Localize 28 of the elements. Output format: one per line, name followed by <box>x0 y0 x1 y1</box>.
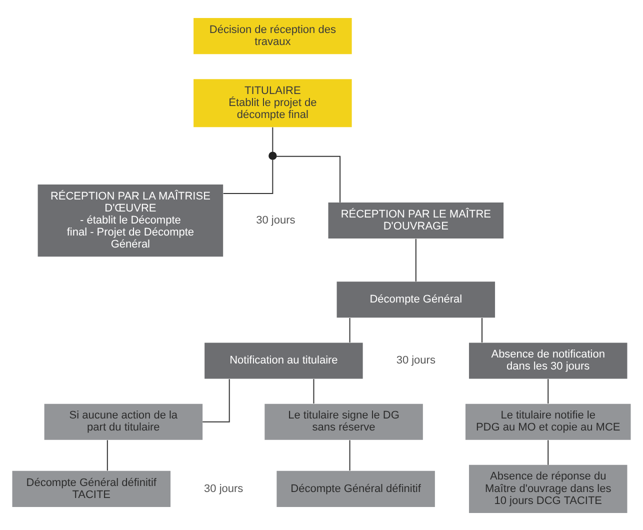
node-box: Le titulaire notifie le PDG au MO et copie au MCE <box>465 403 631 440</box>
connector <box>415 238 416 282</box>
connector <box>272 126 274 152</box>
node-circle <box>268 151 277 160</box>
node-box: Si aucune action de la part du titulaire <box>44 403 203 440</box>
node-box: Décompte Général <box>336 281 496 318</box>
node-box: RÉCEPTION PAR LE MAÎTRE D'OUVRAGE <box>328 202 504 238</box>
connector <box>222 158 274 194</box>
node-box: Notification au titulaire <box>204 342 363 378</box>
node-box: Absence de notification dans les 30 jours <box>468 342 628 378</box>
connector <box>106 439 108 471</box>
label: 30 jours <box>204 482 244 494</box>
node-box: Le titulaire signe le DG sans réserve <box>264 403 423 440</box>
label: 30 jours <box>396 354 436 366</box>
node-box: Décision de réception des travaux <box>194 18 352 54</box>
connector <box>276 155 341 202</box>
connector <box>548 439 549 465</box>
connector <box>202 378 230 422</box>
node-box: Absence de réponse du Maître d'ouvrage dans les 10 jours DCG TACITE <box>468 464 628 512</box>
connector <box>349 316 350 342</box>
connector <box>548 378 549 404</box>
connector <box>349 439 350 471</box>
node-box: Décompte Général définitif TACITE <box>12 470 170 506</box>
node-box: Décompte Général définitif <box>276 470 435 506</box>
node-box: TITULAIRE Établit le projet de décompte final <box>194 78 352 127</box>
label: 30 jours <box>256 214 296 226</box>
connector <box>313 378 314 404</box>
node-box: RÉCEPTION PAR LA MAÎTRISE D'ŒUVRE - établit le Décompte final - Projet de Décompte Général <box>38 184 224 256</box>
